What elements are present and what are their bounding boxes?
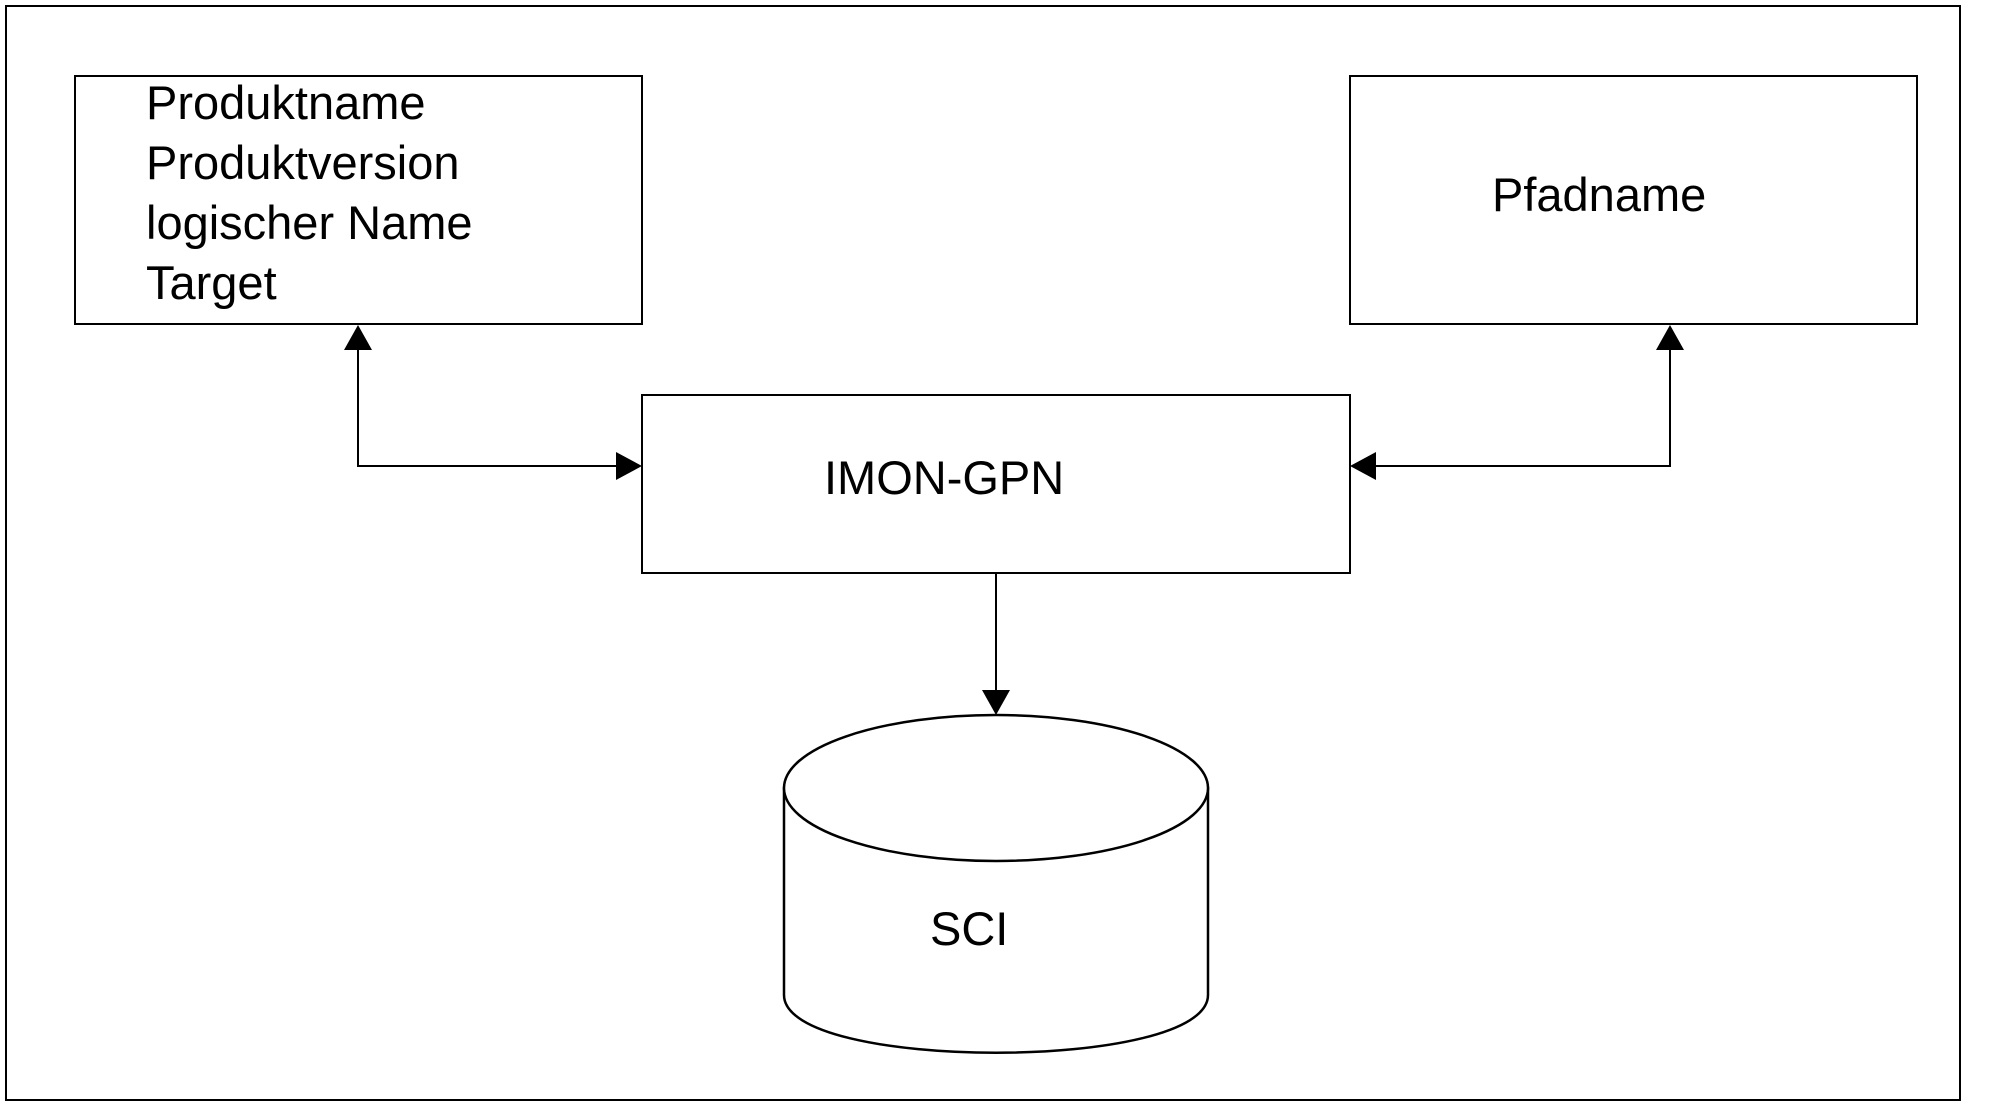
center-box: IMON-GPN — [641, 394, 1351, 574]
source-box-line-product-name: Produktname — [146, 76, 426, 129]
source-box-line-logical-name: logischer Name — [146, 196, 473, 249]
source-box-line-product-version: Produktversion — [146, 136, 460, 189]
arrowhead-icon — [1350, 452, 1376, 480]
diagram-frame — [5, 5, 1961, 1101]
arrowhead-icon — [982, 690, 1010, 715]
database-cylinder-body — [782, 786, 1210, 1054]
source-box-line-target: Target — [146, 256, 277, 309]
center-box-label: IMON-GPN — [824, 451, 1064, 504]
path-box-label: Pfadname — [1492, 168, 1706, 221]
arrowhead-icon — [1656, 325, 1684, 350]
path-box: Pfadname — [1349, 75, 1918, 325]
arrowhead-icon — [344, 325, 372, 350]
database-cylinder-icon: SCI — [782, 713, 1210, 1054]
connector-source-center — [357, 347, 622, 467]
arrowhead-icon — [616, 452, 642, 480]
source-box: Produktname Produktversion logischer Nam… — [74, 75, 643, 325]
connector-path-center — [1372, 347, 1671, 467]
database-cylinder-top — [782, 713, 1210, 863]
database-label: SCI — [930, 902, 1008, 955]
